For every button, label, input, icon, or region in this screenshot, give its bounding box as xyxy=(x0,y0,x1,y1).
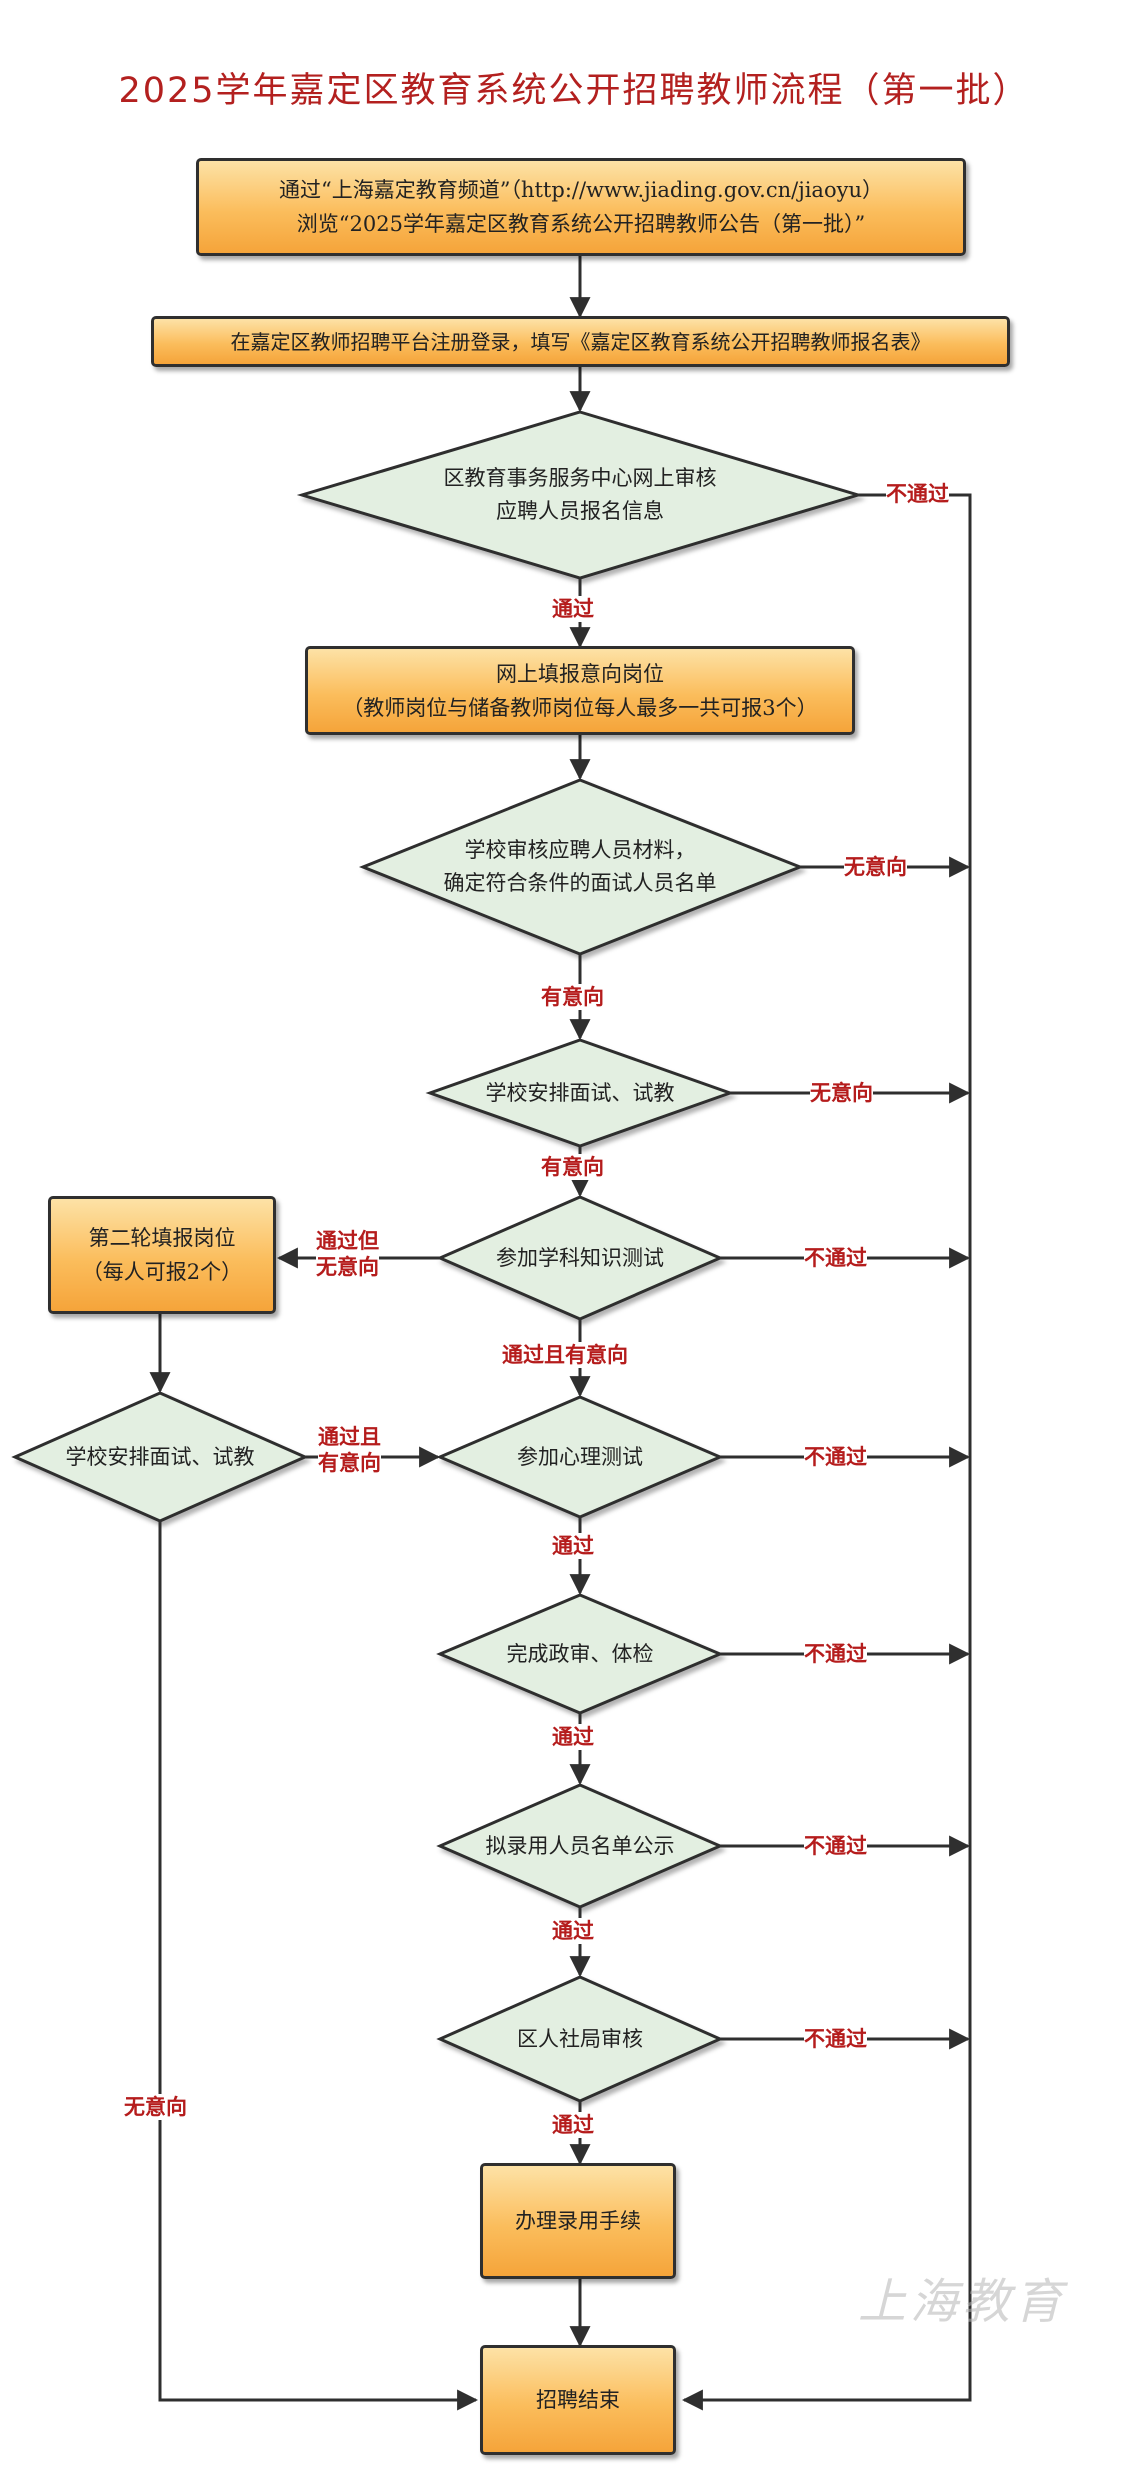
edge-label-no-intent: 无意向 xyxy=(810,1080,873,1106)
edge-label-pass: 通过 xyxy=(552,596,594,622)
page-title: 2025学年嘉定区教育系统公开招聘教师流程（第一批） xyxy=(118,71,1030,111)
node-second-round: 第二轮填报岗位 （每人可报2个） xyxy=(48,1196,276,1314)
edge-label-fail: 不通过 xyxy=(804,2026,867,2052)
decision-publicity: 拟录用人员名单公示 xyxy=(450,1826,710,1866)
node-hiring-procedures: 办理录用手续 xyxy=(480,2163,676,2279)
node-apply-positions: 网上填报意向岗位 （教师岗位与储备教师岗位每人最多一共可报3个） xyxy=(305,646,855,735)
decision-psych-test: 参加心理测试 xyxy=(460,1437,700,1477)
edge-label-pass-no-intent-line1: 通过但 xyxy=(316,1228,379,1253)
decision-publicity-text: 拟录用人员名单公示 xyxy=(485,1833,675,1858)
edge-label-no-intent-left: 无意向 xyxy=(124,2094,187,2120)
decision-political-check-text: 完成政审、体检 xyxy=(506,1641,654,1666)
edge-label-pass-no-intent-line2: 无意向 xyxy=(316,1254,379,1279)
edge-label-fail: 不通过 xyxy=(804,1444,867,1470)
decision-school-review: 学校审核应聘人员材料， 确定符合条件的面试人员名单 xyxy=(400,827,760,907)
decision-hr-review: 区人社局审核 xyxy=(460,2019,700,2059)
node-apply-line1: 网上填报意向岗位 xyxy=(496,661,664,686)
edge-label-fail: 不通过 xyxy=(804,1833,867,1859)
edge-label-pass-and-intent: 通过且有意向 xyxy=(502,1342,628,1368)
decision-interview-text: 学校安排面试、试教 xyxy=(485,1080,675,1105)
edge-label-fail: 不通过 xyxy=(804,1245,867,1271)
edge-label-fail: 不通过 xyxy=(886,481,949,507)
edge-label-intent: 有意向 xyxy=(541,984,604,1010)
node-browse-line1: 通过“上海嘉定教育频道”（http://www.jiading.gov.cn/j… xyxy=(279,178,883,202)
edge-label-intent: 有意向 xyxy=(541,1154,604,1180)
edge-label-pass: 通过 xyxy=(552,1533,594,1559)
edge-label-pass: 通过 xyxy=(552,1918,594,1944)
decision-school-review-line1: 学校审核应聘人员材料， xyxy=(464,838,696,862)
decision-psych-test-text: 参加心理测试 xyxy=(517,1444,643,1469)
watermark-logo: 上海教育 xyxy=(858,2274,1067,2330)
node-end-text: 招聘结束 xyxy=(536,2388,620,2412)
decision-subject-test-text: 参加学科知识测试 xyxy=(496,1245,664,1270)
node-apply-line2: （教师岗位与储备教师岗位每人最多一共可报3个） xyxy=(342,695,818,720)
edge-label-pass-and-intent-line1: 通过且 xyxy=(318,1424,381,1449)
node-register-text: 在嘉定区教师招聘平台注册登录，填写《嘉定区教育系统公开招聘教师报名表》 xyxy=(230,329,931,354)
edge-label-pass-and-intent-left: 通过且 有意向 xyxy=(318,1424,381,1476)
edge-label-no-intent: 无意向 xyxy=(844,854,907,880)
decision-online-review-line1: 区教育事务服务中心网上审核 xyxy=(443,466,717,490)
node-second-line2: （每人可报2个） xyxy=(81,1260,243,1284)
edge-label-pass: 通过 xyxy=(552,1724,594,1750)
decision-hr-review-text: 区人社局审核 xyxy=(517,2026,643,2051)
decision-online-review-line2: 应聘人员报名信息 xyxy=(496,499,664,523)
node-procedures-text: 办理录用手续 xyxy=(515,2209,641,2233)
edge-label-pass-and-intent-line2: 有意向 xyxy=(318,1450,381,1475)
node-register-platform: 在嘉定区教师招聘平台注册登录，填写《嘉定区教育系统公开招聘教师报名表》 xyxy=(151,316,1010,367)
node-second-line1: 第二轮填报岗位 xyxy=(88,1226,236,1250)
decision-political-check: 完成政审、体检 xyxy=(460,1634,700,1674)
edge-label-pass: 通过 xyxy=(552,2112,594,2138)
decision-subject-test: 参加学科知识测试 xyxy=(460,1238,700,1278)
node-browse-announcement: 通过“上海嘉定教育频道”（http://www.jiading.gov.cn/j… xyxy=(196,158,966,256)
decision-interview: 学校安排面试、试教 xyxy=(455,1073,705,1113)
decision-online-review: 区教育事务服务中心网上审核 应聘人员报名信息 xyxy=(370,455,790,535)
node-browse-line2: 浏览“2025学年嘉定区教育系统公开招聘教师公告（第一批）” xyxy=(296,212,866,236)
edge-label-fail: 不通过 xyxy=(804,1641,867,1667)
decision-school-review-line2: 确定符合条件的面试人员名单 xyxy=(443,871,717,895)
node-recruitment-end: 招聘结束 xyxy=(480,2345,676,2455)
decision-left-interview-text: 学校安排面试、试教 xyxy=(65,1444,255,1469)
edge-label-pass-no-intent: 通过但 无意向 xyxy=(316,1228,379,1280)
decision-left-interview: 学校安排面试、试教 xyxy=(35,1437,285,1477)
